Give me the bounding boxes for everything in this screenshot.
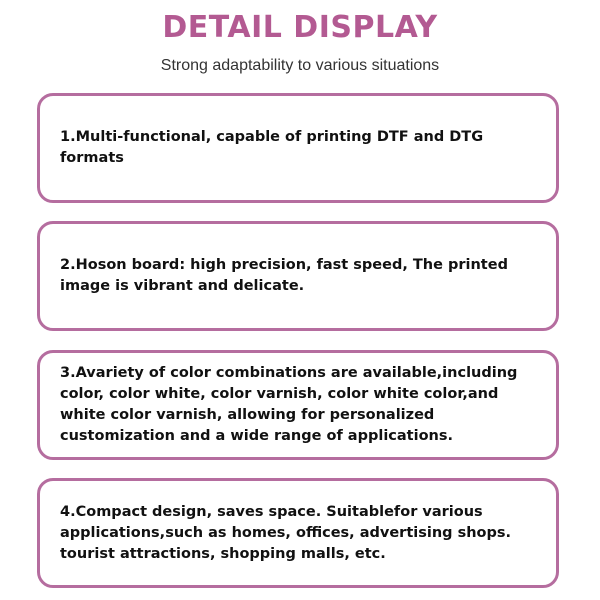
page-subtitle: Strong adaptability to various situation…	[160, 57, 440, 74]
feature-card-3: 3.Avariety of color combinations are ava…	[37, 350, 559, 460]
feature-card-4: 4.Compact design, saves space. Suitablef…	[37, 478, 559, 588]
feature-card-2: 2.Hoson board: high precision, fast spee…	[37, 221, 559, 331]
feature-card-1: 1.Multi-functional, capable of printing …	[37, 93, 559, 203]
feature-text-4: 4.Compact design, saves space. Suitablef…	[60, 503, 512, 562]
feature-text-3: 3.Avariety of color combinations are ava…	[60, 365, 518, 444]
feature-text-2: 2.Hoson board: high precision, fast spee…	[60, 257, 508, 294]
feature-text-1: 1.Multi-functional, capable of printing …	[60, 129, 484, 166]
page-title: DETAIL DISPLAY	[162, 10, 438, 45]
